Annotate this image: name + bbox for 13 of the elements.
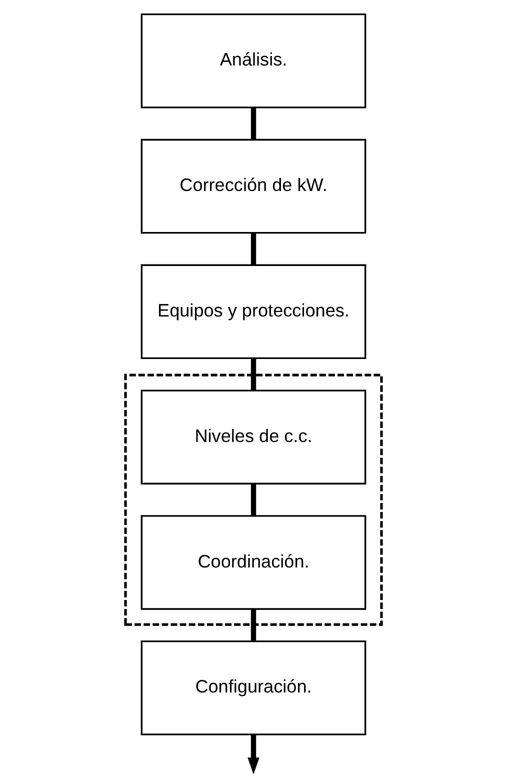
node-box: Configuración. bbox=[140, 640, 366, 736]
connector bbox=[250, 232, 256, 265]
cluster bbox=[124, 374, 383, 626]
arrow bbox=[248, 734, 260, 774]
node-box: Niveles de c.c. bbox=[140, 390, 366, 484]
node-box: Corrección de kW. bbox=[140, 138, 366, 234]
node-box: Coordinación. bbox=[140, 515, 366, 610]
node-box: Equipos y protecciones. bbox=[140, 264, 366, 360]
node-box: Análisis. bbox=[140, 14, 366, 108]
connector bbox=[250, 108, 256, 140]
connector bbox=[250, 358, 256, 390]
connector bbox=[250, 609, 256, 641]
connector bbox=[250, 484, 256, 516]
